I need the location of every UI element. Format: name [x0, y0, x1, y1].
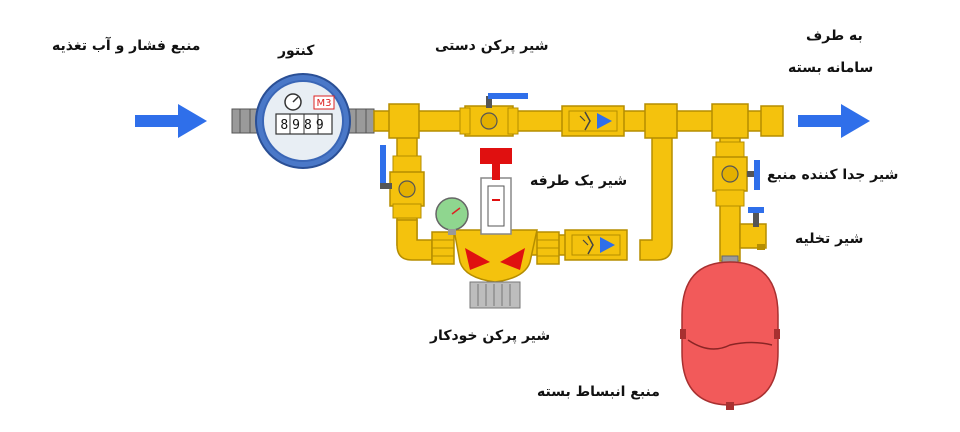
meter-unit: M3	[317, 98, 332, 109]
flow-direction-icon	[597, 113, 612, 129]
pipe-fittings	[388, 103, 784, 139]
to-system-label-line2: سامانه بسته	[788, 60, 874, 76]
inlet-coupling	[231, 108, 375, 134]
adjust-knob-icon	[480, 148, 512, 164]
outlet-flow-arrow	[798, 104, 870, 138]
bypass-valve-handle-icon	[380, 145, 386, 187]
manual-fill-valve	[459, 93, 528, 137]
isolation-valve	[712, 141, 760, 207]
manual-valve-handle-icon	[488, 93, 528, 99]
check-valve-top	[561, 105, 625, 137]
expansion-tank-label: منبع انبساط بسته	[537, 384, 660, 400]
to-system-label-line1: به طرف	[806, 28, 863, 44]
check-valve-label: شیر یک طرفه	[530, 173, 628, 189]
isolation-valve-label: شیر جدا کننده منبع	[767, 167, 899, 183]
auto-fill-valve	[431, 148, 560, 309]
drain-valve	[739, 207, 767, 250]
manual-fill-valve-label: شیر پرکن دستی	[435, 38, 549, 54]
inlet-flow-arrow	[135, 104, 207, 138]
water-meter: M3 8989	[255, 73, 351, 169]
bypass-valve-left	[380, 145, 425, 219]
meter-label: کنتور	[278, 43, 315, 59]
auto-fill-valve-label: شیر پرکن خودکار	[430, 328, 551, 344]
expansion-tank	[680, 255, 780, 410]
drain-valve-label: شیر تخلیه	[795, 231, 864, 247]
supply-label: منبع فشار و آب تغذیه	[52, 38, 201, 54]
meter-reading: 8989	[280, 118, 327, 133]
isolation-valve-handle-icon	[754, 160, 760, 190]
drain-valve-handle-icon	[748, 207, 764, 213]
check-valve-bottom	[564, 229, 628, 261]
